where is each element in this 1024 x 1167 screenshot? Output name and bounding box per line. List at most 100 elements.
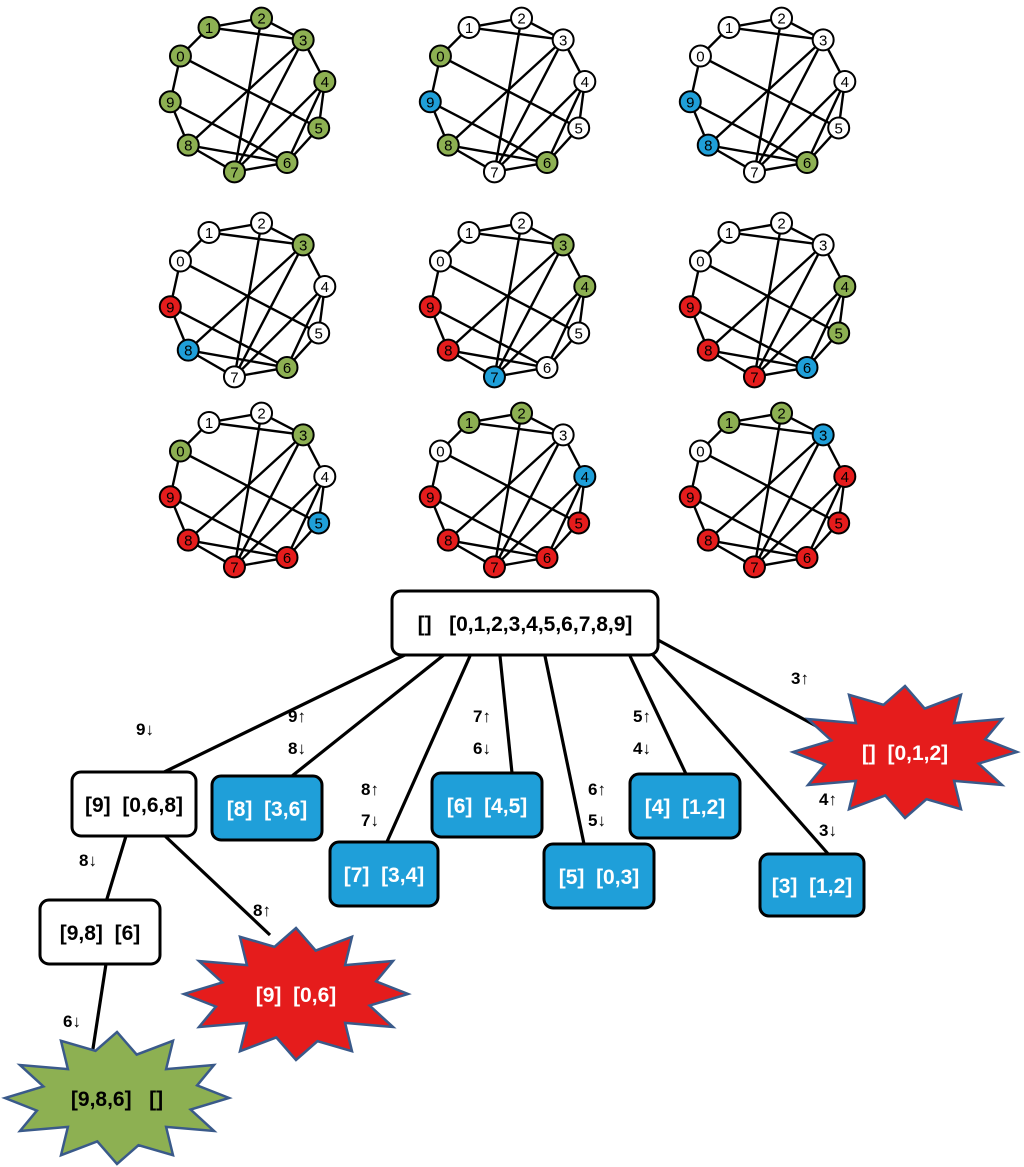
graph-node: 6 xyxy=(795,546,819,570)
graph-edge xyxy=(188,348,288,369)
tree-edge-label: 8↓ xyxy=(288,739,306,758)
graph-node-label: 2 xyxy=(517,11,525,28)
graph-edge xyxy=(728,26,824,42)
graph-node-label: 9 xyxy=(426,94,434,111)
graph-node: 7 xyxy=(742,160,766,184)
graph-node-label: 9 xyxy=(166,94,174,111)
graph-node-label: 7 xyxy=(490,559,498,576)
tree-edge-line xyxy=(163,834,272,937)
tree-node-box xyxy=(70,770,198,838)
graph-node-label: 5 xyxy=(575,515,583,532)
graph-node-label: 7 xyxy=(750,164,758,181)
tree-node-label: [5] [0,3] xyxy=(559,866,640,889)
tree-edge-root-n4: 5↑4↓ xyxy=(628,655,688,775)
graph-edge xyxy=(447,38,564,147)
tree-edge-label: 4↑ xyxy=(819,790,837,809)
graph-node-label: 6 xyxy=(803,550,811,567)
tree-edge-label: 6↑ xyxy=(588,780,606,799)
graph-node-label: 5 xyxy=(315,120,323,137)
tree-node-star xyxy=(789,684,1021,820)
graph-edge xyxy=(493,39,565,173)
graph-node: 7 xyxy=(482,160,506,184)
tree-edge-root-n7: 8↑7↓ xyxy=(361,655,472,845)
tree-edge-line xyxy=(104,835,128,903)
graph-node: 8 xyxy=(696,528,720,552)
graph-node: 8 xyxy=(176,133,200,157)
graph-node: 3 xyxy=(291,28,315,52)
graph-node-label: 6 xyxy=(543,550,551,567)
graph-node: 7 xyxy=(482,365,506,389)
graph-node-label: 9 xyxy=(166,299,174,316)
tree-edge-label: 8↓ xyxy=(79,851,97,870)
tree-node-label: [3] [1,2] xyxy=(772,875,853,898)
graph-node: 6 xyxy=(795,356,819,380)
tree-node-n4: [4] [1,2] xyxy=(628,772,742,840)
graph-node-label: 3 xyxy=(299,237,307,254)
tree-node-fail1: [] [0,1,2] xyxy=(789,684,1021,820)
graph-edge xyxy=(447,243,564,352)
graph-node: 1 xyxy=(717,410,741,434)
tree-node-label: [9] [0,6] xyxy=(256,984,337,1007)
tree-edge-label: 3↑ xyxy=(791,669,809,688)
graph-node-label: 8 xyxy=(704,343,712,360)
graph-node-label: 3 xyxy=(299,32,307,49)
graph-node-label: 9 xyxy=(686,94,694,111)
graph-node-label: 3 xyxy=(299,427,307,444)
graph-edge xyxy=(753,17,783,173)
graph-node: 5 xyxy=(827,511,851,535)
graph-node-label: 7 xyxy=(750,559,758,576)
graph-edge xyxy=(233,434,305,568)
graph-node-label: 7 xyxy=(230,559,238,576)
tree-edge-label: 7↓ xyxy=(361,811,379,830)
tree-node-n6: [6] [4,5] xyxy=(430,771,544,839)
graph-edge xyxy=(468,231,564,247)
graph-node: 3 xyxy=(551,28,575,52)
graph-node: 8 xyxy=(176,528,200,552)
graph-node: 5 xyxy=(307,511,331,535)
graph-node-label: 3 xyxy=(819,427,827,444)
graph-node-label: 3 xyxy=(819,32,827,49)
graph-node-label: 5 xyxy=(835,325,843,342)
graph-node-label: 5 xyxy=(835,120,843,137)
graph-node-label: 9 xyxy=(426,489,434,506)
graph-node: 1 xyxy=(717,220,741,244)
graph-node: 8 xyxy=(436,338,460,362)
graph-node-label: 2 xyxy=(257,406,265,423)
graph-node: 6 xyxy=(795,151,819,175)
graph-edge xyxy=(493,222,523,378)
tree-edge-root-n9: 9↓ xyxy=(136,648,416,778)
tree-node-box xyxy=(542,842,656,910)
graph-edge xyxy=(169,305,288,369)
graph-node: 2 xyxy=(770,401,794,425)
graph-node: 4 xyxy=(313,274,337,298)
tree-node-label: [9,8] [6] xyxy=(60,922,141,945)
graph-edge xyxy=(233,412,263,568)
graph-node: 2 xyxy=(250,211,274,235)
tree-node-n3: [3] [1,2] xyxy=(758,852,866,918)
graph-edge xyxy=(493,244,565,378)
graph-edge xyxy=(728,231,824,247)
tree-edge-line xyxy=(543,655,586,845)
graph-node: 7 xyxy=(222,365,246,389)
graph-node: 0 xyxy=(428,249,452,273)
graph-node-label: 7 xyxy=(230,369,238,386)
graph-node: 7 xyxy=(222,555,246,579)
graph-edge xyxy=(233,222,263,378)
graph-edge xyxy=(187,243,304,352)
graph-node: 4 xyxy=(833,274,857,298)
graph-node-label: 4 xyxy=(581,469,589,486)
graph-node: 3 xyxy=(551,423,575,447)
graph-node-label: 6 xyxy=(283,550,291,567)
graph-edge xyxy=(545,475,586,559)
graph-node: 6 xyxy=(535,356,559,380)
graph-node-label: 4 xyxy=(321,279,329,296)
graph-node-label: 4 xyxy=(581,279,589,296)
graph-node-label: 0 xyxy=(696,49,704,66)
graph-node: 9 xyxy=(418,295,442,319)
graph-node-label: 1 xyxy=(465,20,473,37)
graph-edge xyxy=(188,143,288,164)
